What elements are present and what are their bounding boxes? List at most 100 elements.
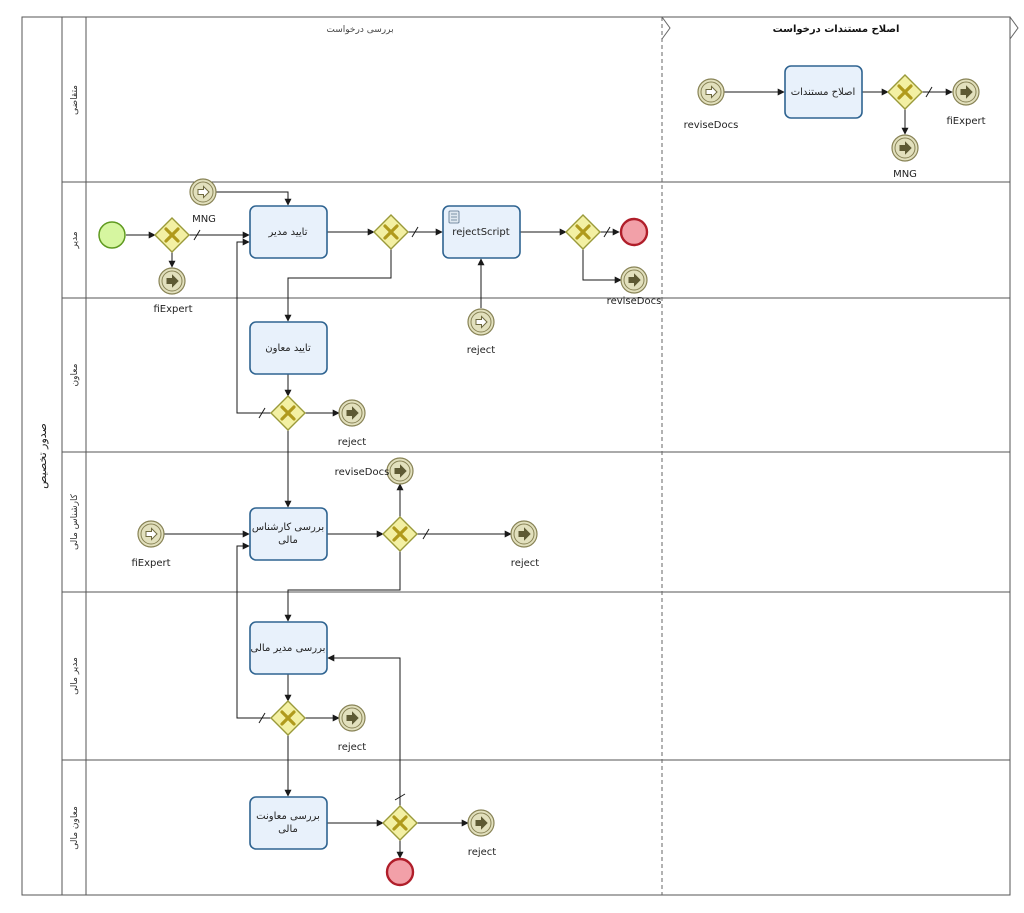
pool-label: صدور تخصیص [36,423,49,489]
gateway-deputy[interactable] [270,395,306,431]
flow-gw-back-to-finmgr [327,654,401,806]
phase-label-fix-docs: اصلاح مستندات درخواست [773,24,900,35]
link-throw-arrow-icon [394,464,407,478]
lane-label-financial-manager: مدیر مالی [70,657,80,695]
lane-label-manager: مدیر [70,231,80,249]
event-reject-finmgr[interactable] [338,704,366,732]
task-reject-script[interactable]: rejectScript [442,205,521,259]
script-icon [448,210,460,224]
x-icon [575,224,591,240]
task-deputy-approval-label: تایید معاون [265,343,311,354]
event-label-reject-catch: reject [467,345,495,356]
gateways [154,74,923,841]
event-mng-top[interactable] [891,134,919,162]
event-label-reject-finmgr: reject [338,742,366,753]
flow-gw-back-to-expert [236,542,271,719]
link-catch-arrow-icon [197,185,210,199]
task-financial-manager-review-label: بررسی مدیر مالی [251,643,326,654]
task-revise-docs-label: اصلاح مستندات [791,87,856,98]
lane-label-deputy: معاون [70,363,80,386]
default-slash [258,712,266,724]
phase-label-review: بررسی درخواست [326,25,393,35]
link-catch-arrow-icon [145,527,158,541]
link-throw-arrow-icon [960,85,973,99]
default-slash [422,528,430,540]
default-slash [925,86,933,98]
link-throw-arrow-icon [518,527,531,541]
event-reject-deputy[interactable] [338,399,366,427]
lane-label-applicant: متقاضی [70,85,80,115]
event-label-reject-findep: reject [468,847,496,858]
task-manager-approval[interactable]: تایید مدیر [249,205,328,259]
event-label-revisedocs-start: reviseDocs [684,120,739,131]
default-slash [258,407,266,419]
event-label-mng-top: MNG [893,169,917,180]
gateway-financial-expert[interactable] [382,516,418,552]
link-throw-arrow-icon [346,711,359,725]
flow-mng-catch-to-manager [214,191,292,206]
default-slash [411,226,419,238]
event-label-fiexpert-top: fiExpert [946,116,985,127]
task-reject-script-label: rejectScript [452,227,509,238]
event-reject-catch[interactable] [467,308,495,336]
event-fiexpert-top[interactable] [952,78,980,106]
x-icon [280,710,296,726]
link-throw-arrow-icon [166,274,179,288]
task-financial-deputy-review-line1: بررسی معاونت [256,811,320,822]
flow-gw-to-finmgr [284,551,401,622]
task-revise-docs[interactable]: اصلاح مستندات [784,65,863,119]
event-fiexpert-manager[interactable] [158,267,186,295]
link-throw-arrow-icon [628,273,641,287]
gateway-manager-start[interactable] [154,217,190,253]
lane-label-financial-deputy: معاون مالی [70,806,80,850]
task-financial-expert-review-line2: مالی [278,535,298,546]
link-throw-arrow-icon [475,816,488,830]
events [137,78,980,837]
default-slash [193,229,201,241]
event-label-revisedocs-manager: reviseDocs [607,296,662,307]
event-reject-expert[interactable] [510,520,538,548]
event-label-revisedocs-expert: reviseDocs [335,467,390,478]
event-revisedocs-start[interactable] [697,78,725,106]
event-mng-catch[interactable] [189,178,217,206]
x-icon [392,526,408,542]
default-slash [603,226,611,238]
gateway-manager-script[interactable] [565,214,601,250]
task-financial-expert-review[interactable]: بررسی کارشناس مالی [249,507,328,561]
x-icon [164,227,180,243]
task-financial-expert-review-line1: بررسی کارشناس [252,522,324,533]
gateway-financial-deputy[interactable] [382,805,418,841]
flow-gw-to-revisedocs [582,249,622,284]
link-throw-arrow-icon [899,141,912,155]
task-deputy-approval[interactable]: تایید معاون [249,321,328,375]
event-revisedocs-manager[interactable] [620,266,648,294]
task-financial-deputy-review-line2: مالی [278,824,298,835]
x-icon [280,405,296,421]
flow-gw-back-to-manager [236,238,271,414]
gateway-manager-decision[interactable] [373,214,409,250]
event-label-fiexpert-catch: fiExpert [131,558,170,569]
x-icon [383,224,399,240]
end-event-manager[interactable] [619,217,649,247]
x-icon [392,815,408,831]
gateway-applicant[interactable] [887,74,923,110]
event-revisedocs-expert[interactable] [386,457,414,485]
start-event[interactable] [98,221,126,249]
event-fiexpert-catch[interactable] [137,520,165,548]
pool-frame [21,16,1019,896]
sequence-flows [126,86,953,859]
task-financial-deputy-review[interactable]: بررسی معاونت مالی [249,796,328,850]
task-financial-manager-review[interactable]: بررسی مدیر مالی [249,621,328,675]
default-slash [394,793,406,801]
event-reject-findep[interactable] [467,809,495,837]
x-icon [897,84,913,100]
link-throw-arrow-icon [346,406,359,420]
lane-label-financial-expert: کارشناس مالی [70,493,80,550]
end-event-financial-deputy[interactable] [385,857,415,887]
event-label-mng-catch: MNG [192,214,216,225]
link-catch-arrow-icon [705,85,718,99]
event-label-reject-deputy: reject [338,437,366,448]
link-catch-arrow-icon [475,315,488,329]
gateway-financial-manager[interactable] [270,700,306,736]
